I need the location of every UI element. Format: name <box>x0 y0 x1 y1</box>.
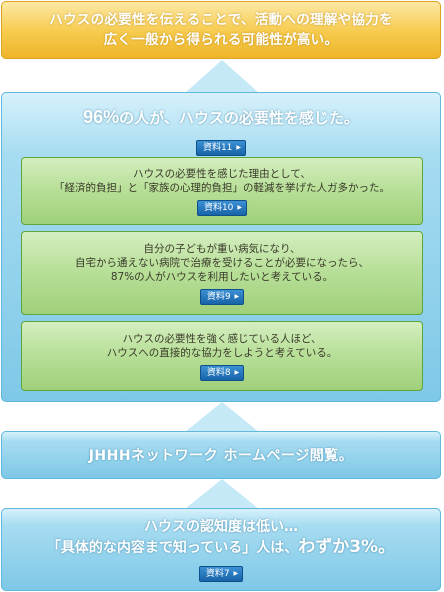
finding-3-line-1: ハウスの必要性を強く感じている人ほど、 <box>122 332 322 345</box>
homepage-view-box: JHHHネットワーク ホームページ閲覧。 <box>1 431 441 479</box>
survey-results-box: 96%の人が、ハウスの必要性を感じた。 資料11▶ ハウスの必要性を感じた理由と… <box>1 92 441 402</box>
survey-headline: 96%の人が、ハウスの必要性を感じた。 <box>2 107 440 128</box>
ref-wrap-9: 資料9▶ <box>199 288 245 305</box>
finding-1-line-2: 「経済的負担」と「家族の心理的負担」の軽減を挙げた人ガ多かった。 <box>54 181 390 194</box>
headline-percentage: 96% <box>83 107 120 127</box>
flow-arrow-up-icon <box>185 60 259 93</box>
ref-wrap-11: 資料11▶ <box>2 135 440 156</box>
finding-2-line-3: 87%の人がハウスを利用したいと考えている。 <box>110 270 334 283</box>
headline-text: の人が、ハウスの必要性を感じた。 <box>119 109 359 127</box>
finding-2-line-2: 自宅から通えない病院で治療を受けることが必要になったら、 <box>75 256 369 269</box>
ref-wrap-7: 資料7▶ <box>198 561 244 582</box>
triangle-right-icon: ▶ <box>234 292 240 300</box>
conclusion-line-2: 広く一般から得られる可能性が高い。 <box>103 32 339 48</box>
awareness-percentage: わずか3%。 <box>298 536 396 557</box>
finding-card-1: ハウスの必要性を感じた理由として、 「経済的負担」と「家族の心理的負担」の軽減を… <box>21 157 423 225</box>
ref-label: 資料8 <box>206 367 231 378</box>
finding-1-line-1: ハウスの必要性を感じた理由として、 <box>133 167 311 180</box>
triangle-right-icon: ▶ <box>233 569 239 577</box>
ref-button-7[interactable]: 資料7▶ <box>198 565 244 582</box>
awareness-line-2: 「具体的な内容まで知っている」人は、わずか3%。 <box>47 536 395 559</box>
ref-button-8[interactable]: 資料8▶ <box>199 364 245 381</box>
finding-card-3: ハウスの必要性を強く感じている人ほど、 ハウスへの直接的な協力をしようと考えてい… <box>21 321 423 391</box>
triangle-right-icon: ▶ <box>237 203 243 211</box>
finding-3-line-2: ハウスへの直接的な協力をしようと考えている。 <box>106 346 338 359</box>
triangle-right-icon: ▶ <box>236 144 242 151</box>
flow-arrow-up-icon <box>185 402 259 432</box>
awareness-line-1: ハウスの認知度は低い… <box>144 518 298 535</box>
ref-label: 資料11 <box>202 143 233 153</box>
triangle-right-icon: ▶ <box>234 368 240 376</box>
finding-card-2: 自分の子どもが重い病気になり、 自宅から通えない病院で治療を受けることが必要にな… <box>21 231 423 315</box>
conclusion-line-1: ハウスの必要性を伝えることで、活動への理解や協力を <box>49 12 393 28</box>
ref-button-10[interactable]: 資料10▶ <box>196 199 248 216</box>
homepage-view-text: JHHHネットワーク ホームページ閲覧。 <box>88 448 354 464</box>
flow-arrow-up-icon <box>185 479 259 509</box>
awareness-line-2-text: 「具体的な内容まで知っている」人は、 <box>46 539 299 556</box>
ref-label: 資料7 <box>205 568 230 579</box>
finding-2-line-1: 自分の子どもが重い病気になり、 <box>143 242 301 255</box>
ref-wrap-8: 資料8▶ <box>199 364 245 381</box>
ref-button-11[interactable]: 資料11▶ <box>195 140 247 156</box>
ref-wrap-10: 資料10▶ <box>196 199 248 216</box>
conclusion-box: ハウスの必要性を伝えることで、活動への理解や協力を 広く一般から得られる可能性が… <box>1 1 441 59</box>
ref-label: 資料9 <box>206 291 231 302</box>
awareness-box: ハウスの認知度は低い… 「具体的な内容まで知っている」人は、わずか3%。 資料7… <box>1 508 441 591</box>
ref-button-9[interactable]: 資料9▶ <box>199 288 245 305</box>
ref-label: 資料10 <box>203 202 234 213</box>
